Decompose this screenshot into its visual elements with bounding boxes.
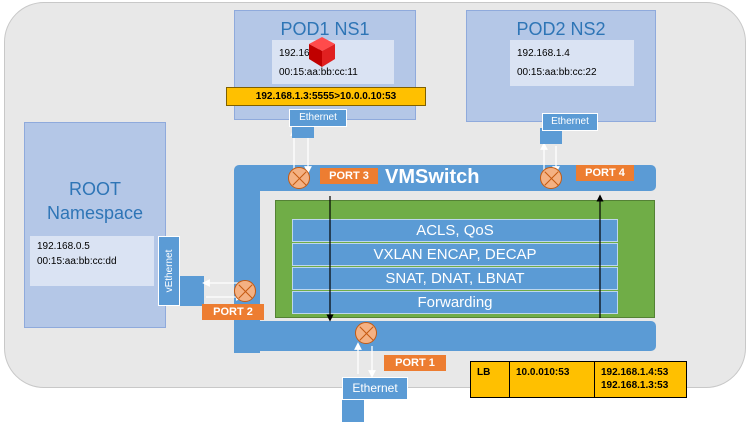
root-address-box: 192.168.0.5 00:15:aa:bb:cc:dd	[30, 236, 154, 286]
root-namespace[interactable]: ROOT Namespace	[24, 122, 166, 328]
vmswitch-title: VMSwitch	[385, 166, 480, 188]
pod1-ethernet[interactable]: Ethernet	[289, 109, 347, 127]
veth-stub	[180, 276, 204, 306]
lb-backend-1: 192.168.1.4:53	[601, 367, 669, 378]
uplink-ethernet[interactable]: Ethernet	[342, 377, 408, 400]
pod2-mac: 00:15:aa:bb:cc:22	[517, 67, 597, 78]
vmswitch-bottom-bar	[234, 321, 656, 351]
pod2-address-box: 192.168.1.4 00:15:aa:bb:cc:22	[510, 40, 634, 86]
port1-label: PORT 1	[384, 355, 446, 371]
lb-label: LB	[471, 362, 510, 397]
pod1-ip: 192.168.1.3	[279, 48, 332, 59]
layer-forwarding: Forwarding	[292, 291, 618, 314]
lb-table: LB 10.0.010:53 192.168.1.4:53 192.168.1.…	[470, 361, 687, 398]
port2-icon[interactable]	[234, 280, 256, 302]
port1-icon[interactable]	[355, 322, 377, 344]
layer-nat: SNAT, DNAT, LBNAT	[292, 267, 618, 290]
lb-backend-2: 192.168.1.3:53	[601, 380, 669, 391]
pod2-eth-stub	[540, 128, 562, 144]
root-ip: 192.168.0.5	[37, 241, 90, 252]
port3-label: PORT 3	[320, 168, 378, 184]
uplink-stub	[342, 400, 364, 422]
pod2-title: POD2 NS2	[516, 19, 606, 39]
lb-vip: 10.0.010:53	[510, 362, 595, 397]
root-title-line2: Namespace	[46, 203, 144, 223]
pod1-eth-stub	[292, 126, 314, 138]
pod1-title: POD1 NS1	[280, 19, 370, 39]
port2-label: PORT 2	[202, 304, 264, 320]
port4-label: PORT 4	[576, 165, 634, 181]
root-title-line1: ROOT	[69, 179, 121, 199]
layer-acls-qos: ACLS, QoS	[292, 219, 618, 242]
pod2-ip: 192.168.1.4	[517, 48, 570, 59]
port4-icon[interactable]	[540, 167, 562, 189]
root-mac: 00:15:aa:bb:cc:dd	[37, 256, 117, 267]
pod2-ethernet[interactable]: Ethernet	[542, 113, 598, 131]
veth-interface[interactable]: vEthernet	[158, 236, 180, 306]
layer-vxlan: VXLAN ENCAP, DECAP	[292, 243, 618, 266]
pod1-mac: 00:15:aa:bb:cc:11	[279, 67, 358, 78]
pod1-flow-label: 192.168.1.3:5555>10.0.0.10:53	[226, 87, 426, 106]
package-icon	[309, 37, 335, 67]
port3-icon[interactable]	[288, 167, 310, 189]
